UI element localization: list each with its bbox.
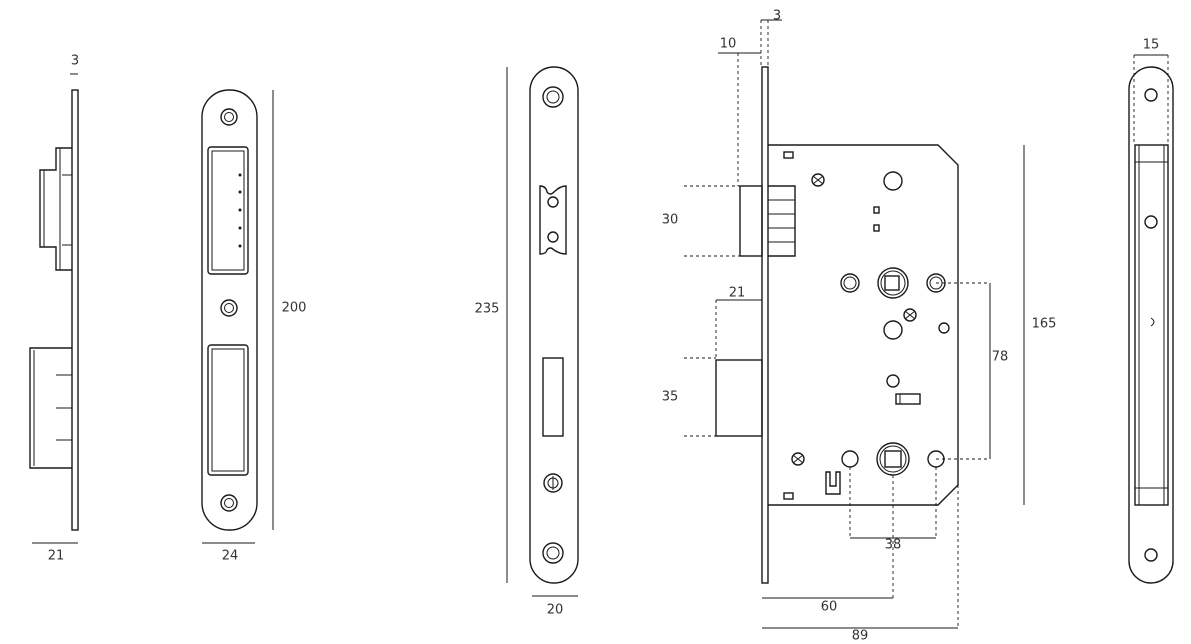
lock-face-plate-view (506, 66, 579, 597)
dim-lock-face-thickness: 3 (772, 8, 782, 24)
dim-case-height: 165 (1031, 316, 1057, 332)
dim-bolt-height: 35 (661, 389, 679, 405)
dim-latch-height: 30 (661, 212, 679, 228)
dim-center-distance: 78 (991, 349, 1009, 365)
dim-side-top: 3 (70, 53, 80, 69)
dim-face-width: 20 (546, 602, 564, 618)
dim-edge-width: 15 (1142, 37, 1160, 53)
dim-cylinder-spacing: 38 (884, 537, 902, 553)
dim-latch-offset: 10 (719, 36, 737, 52)
dim-bolt-throw: 21 (728, 285, 746, 301)
lock-case-view (684, 19, 1025, 629)
strike-side-view (29, 73, 79, 544)
strike-plate-front-view (201, 89, 274, 544)
dim-strike-width: 24 (221, 548, 239, 564)
dim-backset: 60 (820, 599, 838, 615)
dim-case-depth: 89 (851, 628, 869, 644)
lock-edge-view (1128, 54, 1174, 584)
dim-strike-height: 200 (281, 300, 307, 316)
dim-face-height: 235 (474, 301, 500, 317)
dim-side-width: 21 (47, 548, 65, 564)
